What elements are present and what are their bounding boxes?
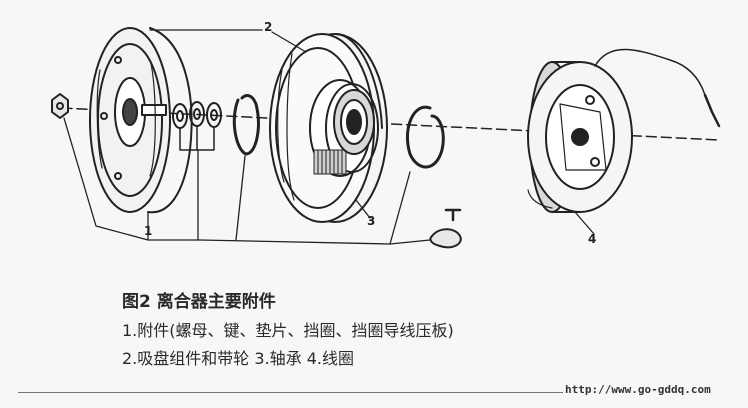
source-watermark: http://www.go-gddq.com [565,383,711,396]
callout-3: 3 [367,214,376,228]
snap-ring-2 [405,105,445,169]
bottom-rule [18,392,563,393]
leader-lines [63,29,595,245]
caption-line-2: 2.吸盘组件和带轮 3.轴承 4.线圈 [122,349,354,368]
bearing [333,89,375,155]
caption-line-1: 1.附件(螺母、键、垫片、挡圈、挡圈导线压板) [122,321,454,340]
callout-4: 4 [588,232,597,246]
snap-ring-1 [232,94,260,156]
spacers [172,101,222,151]
callout-1: 1 [144,224,153,238]
figure-title: 图2 离合器主要附件 [122,292,276,312]
nut [51,93,69,119]
bolt-and-clamp [429,208,462,249]
suction-plate [89,27,193,214]
coil-assembly [527,48,721,213]
callout-2: 2 [264,20,273,34]
